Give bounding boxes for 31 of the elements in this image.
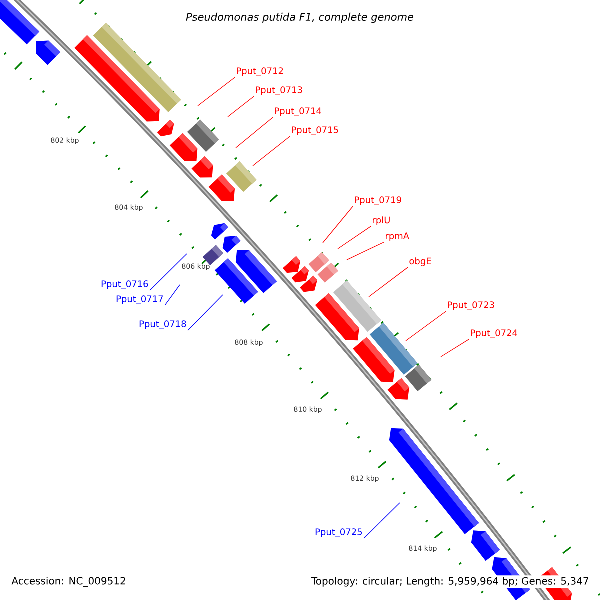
gene-label: Pput_0713 [256,86,302,96]
leader-line [364,502,400,539]
info-text: Accession: NC_009512 [10,576,128,588]
gene-label: Pput_0712 [237,68,284,76]
gene-label: Pput_0719 [355,196,402,206]
gene-label: Pput_0725 [316,528,362,538]
gene-label: rpmA [386,232,410,242]
leader-line [236,117,274,148]
leader-line [368,267,408,298]
title: Pseudomonas putida F1, complete genome [186,12,414,24]
gene-label: obgE [410,258,432,266]
gene-label: Pput_0714 [275,108,322,116]
leader-line [346,242,384,260]
gene-label: Pput_0718 [140,320,186,330]
gene-label: rplU [373,216,390,226]
gene-label: Pput_0723 [448,302,494,310]
leader-line [198,77,236,106]
gene-label: Pput_0724 [471,330,518,338]
leader-line [440,339,470,358]
leader-line [228,96,254,118]
leader-line [150,254,188,291]
info-text: Topology: circular; Length: 5,959,964 bp; Genes: 5,347 [310,576,591,588]
gene-label: Pput_0717 [116,296,164,304]
gene-label: Pput_0715 [292,126,338,136]
leader-line [406,311,446,342]
leader-line [252,136,290,166]
gene-label: Pput_0716 [102,280,148,290]
leader-line [322,206,354,244]
leader-line [164,284,180,306]
leader-line [188,294,224,331]
leader-line [338,226,372,250]
